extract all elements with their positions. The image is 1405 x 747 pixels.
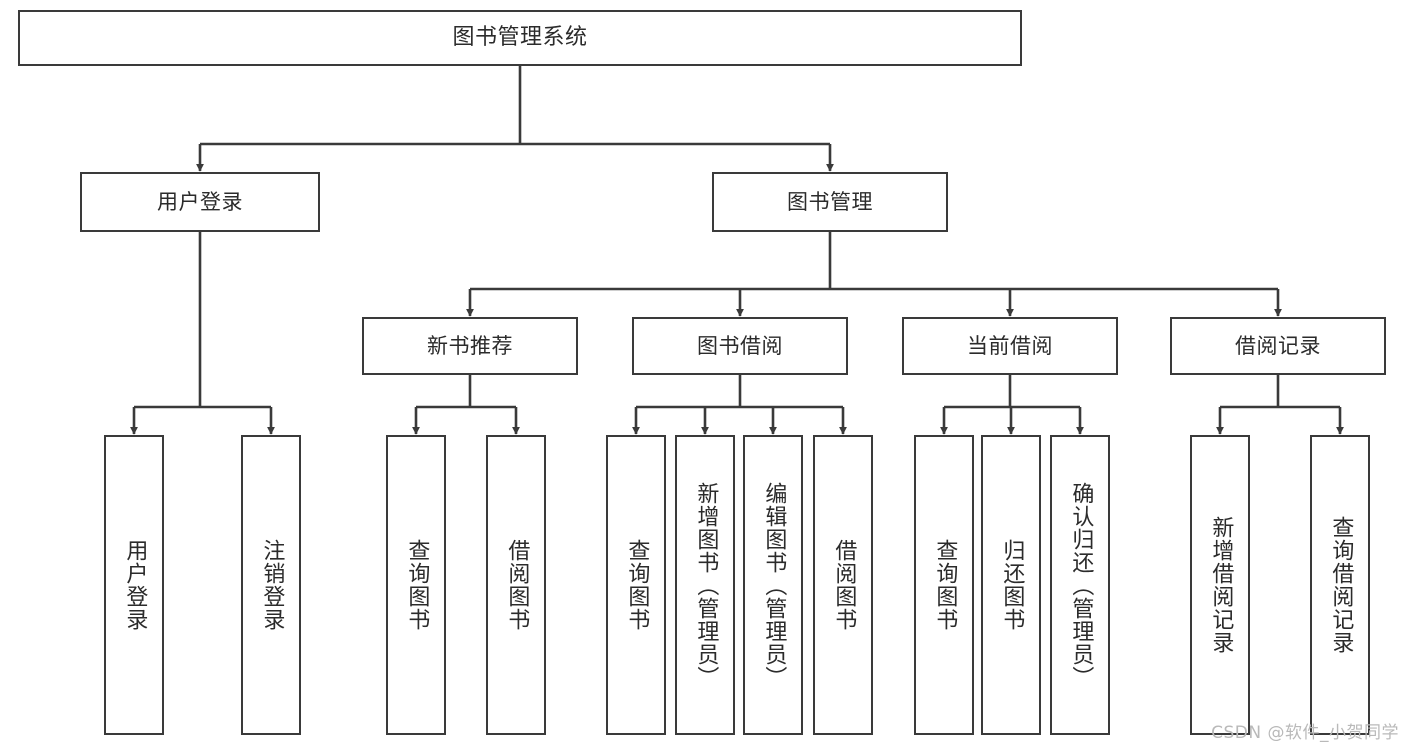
node-leaf-user-login[interactable]: 用户登录 <box>104 435 164 735</box>
node-leaf-confirm-ret[interactable]: 确认归还（管理员） <box>1050 435 1110 735</box>
node-leaf-add-book[interactable]: 新增图书（管理员） <box>675 435 735 735</box>
node-book-borrow[interactable]: 图书借阅 <box>632 317 848 375</box>
node-label: 借阅图书 <box>831 539 857 631</box>
node-leaf-return-book[interactable]: 归还图书 <box>981 435 1041 735</box>
node-leaf-add-record[interactable]: 新增借阅记录 <box>1190 435 1250 735</box>
node-label: 归还图书 <box>999 539 1025 631</box>
node-label: 新增借阅记录 <box>1208 516 1234 654</box>
csdn-watermark: CSDN @软件_小贺同学 <box>1211 723 1399 743</box>
node-label: 当前借阅 <box>967 333 1053 358</box>
node-label: 编辑图书（管理员） <box>761 481 787 689</box>
node-label: 确认归还（管理员） <box>1068 481 1094 689</box>
node-label: 查询图书 <box>404 539 430 631</box>
node-root[interactable]: 图书管理系统 <box>18 10 1022 66</box>
node-leaf-query-book-1[interactable]: 查询图书 <box>386 435 446 735</box>
node-label: 用户登录 <box>157 189 243 214</box>
node-book-manage[interactable]: 图书管理 <box>712 172 948 232</box>
node-label: 借阅图书 <box>504 539 530 631</box>
node-leaf-query-book-3[interactable]: 查询图书 <box>914 435 974 735</box>
node-label: 查询图书 <box>932 539 958 631</box>
node-new-book-rec[interactable]: 新书推荐 <box>362 317 578 375</box>
node-leaf-user-logout[interactable]: 注销登录 <box>241 435 301 735</box>
node-label: 查询图书 <box>624 539 650 631</box>
node-borrow-record[interactable]: 借阅记录 <box>1170 317 1386 375</box>
node-label: 图书管理系统 <box>452 25 588 51</box>
node-leaf-edit-book[interactable]: 编辑图书（管理员） <box>743 435 803 735</box>
node-label: 图书管理 <box>787 189 873 214</box>
node-label: 借阅记录 <box>1235 333 1321 358</box>
node-leaf-query-book-2[interactable]: 查询图书 <box>606 435 666 735</box>
node-leaf-borrow-book-2[interactable]: 借阅图书 <box>813 435 873 735</box>
node-label: 注销登录 <box>259 539 285 631</box>
node-label: 查询借阅记录 <box>1328 516 1354 654</box>
node-label: 用户登录 <box>122 539 148 631</box>
node-leaf-query-record[interactable]: 查询借阅记录 <box>1310 435 1370 735</box>
node-label: 新书推荐 <box>427 333 513 358</box>
node-leaf-borrow-book-1[interactable]: 借阅图书 <box>486 435 546 735</box>
node-label: 新增图书（管理员） <box>693 481 719 689</box>
node-current-borrow[interactable]: 当前借阅 <box>902 317 1118 375</box>
node-user-login[interactable]: 用户登录 <box>80 172 320 232</box>
node-label: 图书借阅 <box>697 333 783 358</box>
